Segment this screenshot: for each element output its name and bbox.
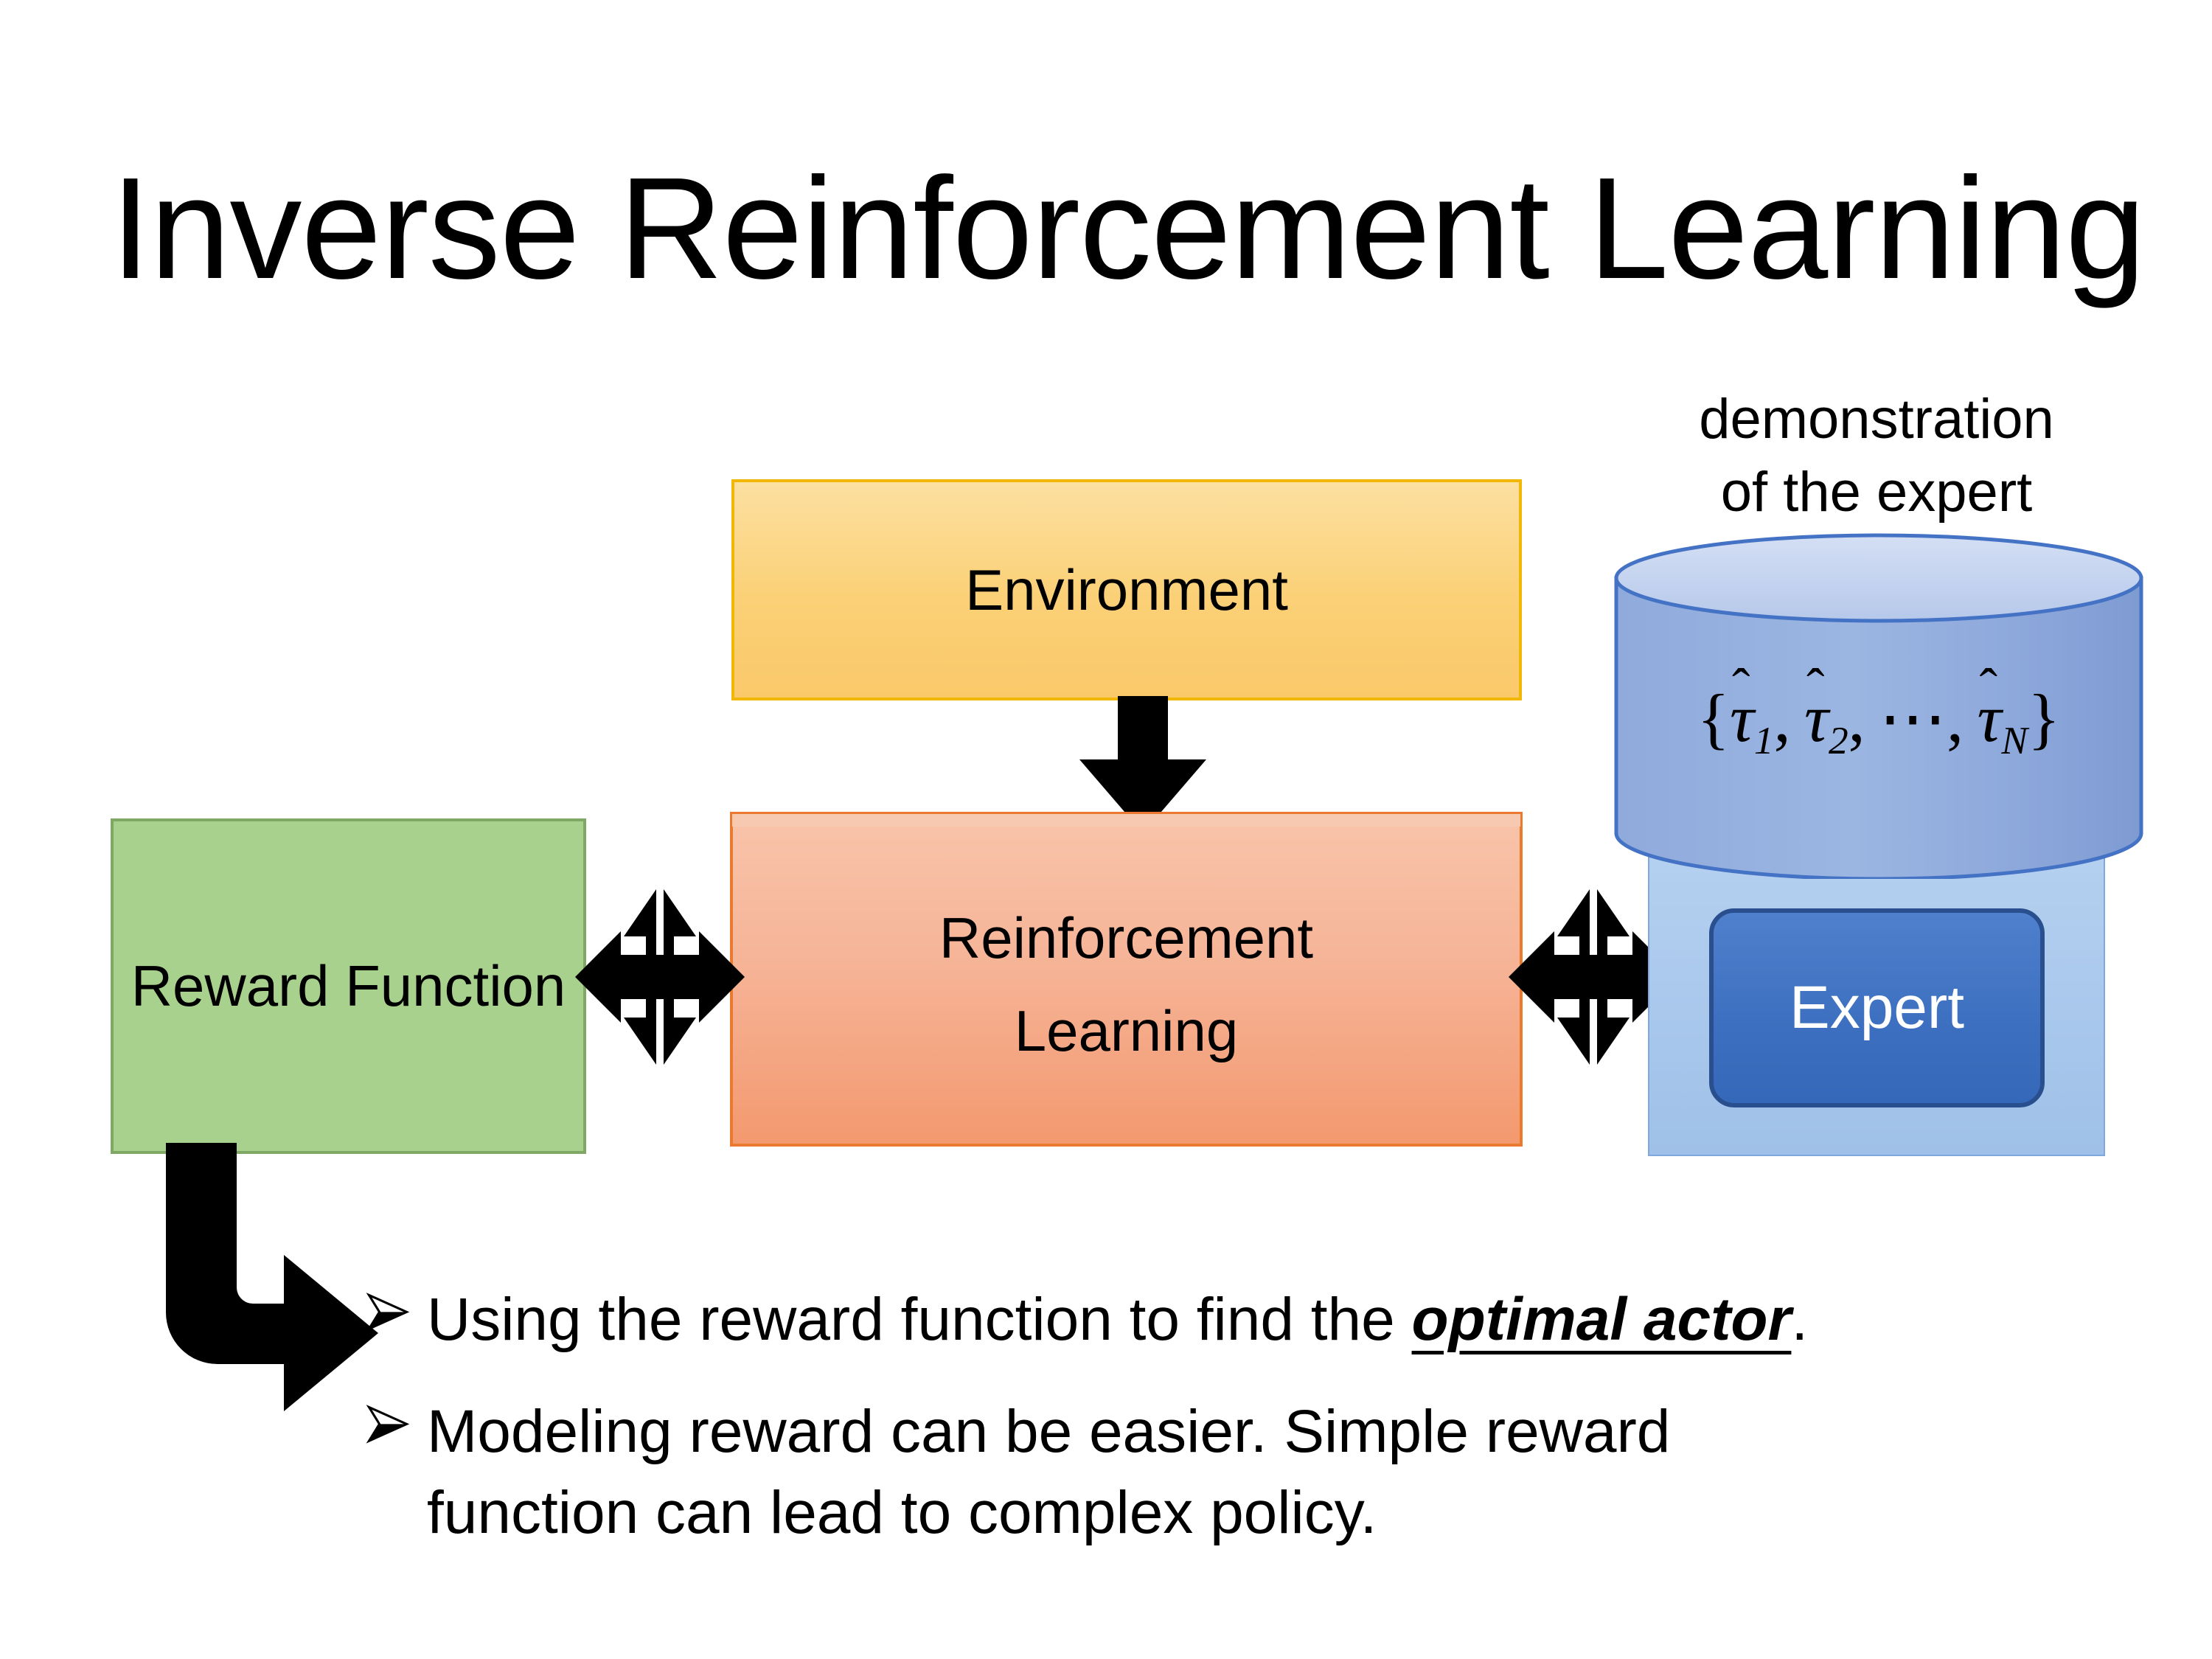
node-reward-label-wrap: Reward Function (131, 939, 566, 1032)
arrow-environment-to-rl (1069, 696, 1217, 836)
bullet-1-text: Using the reward function to find the op… (427, 1279, 2135, 1360)
bullet-arrow-icon (365, 1391, 427, 1447)
node-reinforcement-learning[interactable]: Reinforcement Learning (730, 812, 1523, 1147)
bullet-2-text: Modeling reward can be easier. Simple re… (427, 1391, 2135, 1554)
tau-index-2: 2 (1828, 718, 1848, 763)
node-rl-label-line1: Reinforcement (939, 905, 1314, 970)
database-caption-line1: demonstration (1699, 388, 2054, 451)
database-cylinder-icon (1613, 532, 2144, 879)
tau-symbol-1: τ (1729, 681, 1754, 756)
node-expert[interactable]: Expert (1709, 908, 2045, 1107)
bullet-1-emphasis: optimal actor (1411, 1286, 1792, 1353)
bullet-1-text-before: Using the reward function to find the (427, 1286, 1412, 1353)
bullet-2-line1: Modeling reward can be easier. Simple re… (427, 1397, 1671, 1465)
tau-symbol-2: τ (1804, 681, 1829, 756)
database-caption: demonstration of the expert (1607, 383, 2146, 529)
arrow-reward-to-bullets (166, 1143, 417, 1416)
arrow-rl-to-expert (1509, 885, 1678, 1069)
list-item: Modeling reward can be easier. Simple re… (365, 1391, 2135, 1554)
hat-accent-2: ˆ (1806, 657, 1825, 718)
open-brace: { (1697, 681, 1730, 756)
bullet-2-line2: function can lead to complex policy. (427, 1478, 1377, 1546)
comma-1: , (1773, 681, 1791, 756)
comma-2: , (1848, 681, 1865, 756)
ellipsis: ⋯ (1879, 681, 1947, 756)
page-title: Inverse Reinforcement Learning (111, 147, 2146, 309)
node-environment[interactable]: Environment (731, 479, 1522, 700)
hat-accent-n: ˆ (1979, 657, 1997, 718)
hat-accent-1: ˆ (1731, 657, 1750, 718)
node-reward-label-line1: Reward (131, 953, 330, 1019)
node-environment-label: Environment (965, 557, 1288, 622)
bullet-1-text-after: . (1791, 1286, 1809, 1353)
close-brace: } (2028, 681, 2061, 756)
node-expert-label: Expert (1790, 974, 1964, 1041)
bullet-arrow-icon (365, 1279, 427, 1335)
tau-symbol-n: τ (1977, 681, 2002, 756)
list-item: Using the reward function to find the op… (365, 1279, 2135, 1360)
tau-index-1: 1 (1753, 718, 1774, 763)
node-rl-label-wrap: Reinforcement Learning (939, 891, 1313, 1078)
node-reward-function[interactable]: Reward Function (111, 818, 586, 1154)
database-caption-line2: of the expert (1720, 460, 2033, 524)
arrow-reward-to-rl (575, 885, 745, 1069)
comma-3: , (1947, 681, 1964, 756)
bullet-list: Using the reward function to find the op… (365, 1279, 2135, 1585)
node-reward-label-line2: Function (345, 953, 566, 1019)
tau-index-n: N (2001, 718, 2028, 763)
node-rl-label-line2: Learning (1014, 998, 1239, 1063)
